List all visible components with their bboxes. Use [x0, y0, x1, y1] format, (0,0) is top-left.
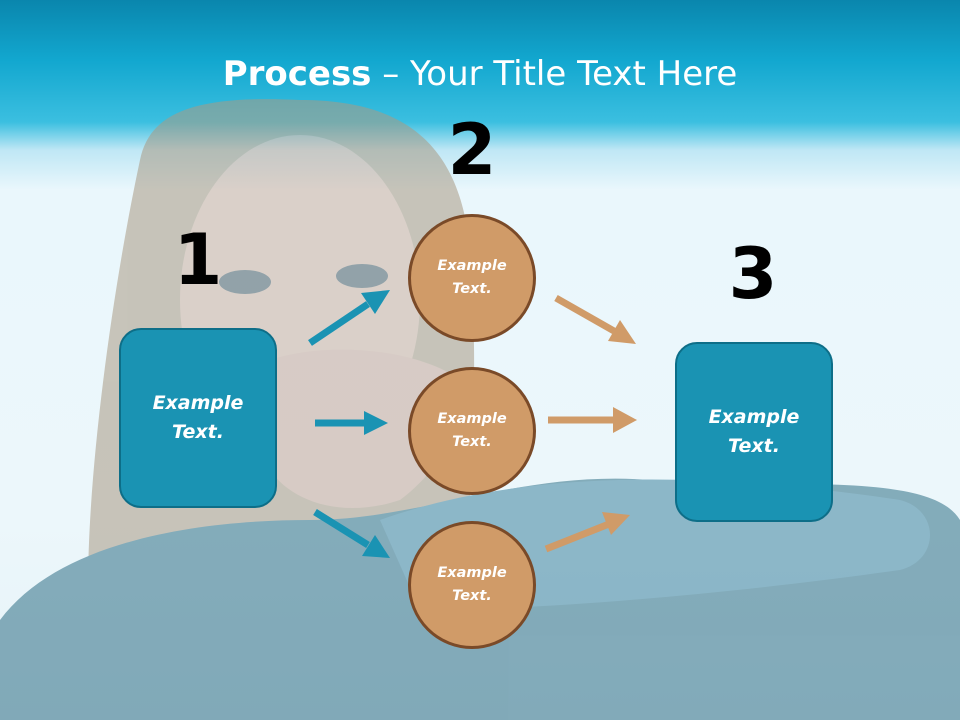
left-box-line2: Text.	[172, 421, 224, 443]
step-number-1: 1	[173, 219, 223, 301]
right-box-text: Example Text.	[709, 403, 800, 461]
arrow-left-to-middle	[315, 411, 388, 435]
circle-middle-line1: Example	[437, 411, 507, 427]
left-text-box[interactable]: Example Text.	[119, 328, 277, 508]
circle-top[interactable]: Example Text.	[408, 214, 536, 342]
circle-top-line2: Text.	[452, 281, 492, 297]
right-box-line1: Example	[708, 406, 800, 428]
arrow-middle-to-right	[548, 407, 637, 433]
circle-bottom-line1: Example	[437, 565, 507, 581]
arrow-left-to-bottom	[313, 509, 390, 558]
title-rest: – Your Title Text Here	[371, 54, 738, 94]
right-box-line2: Text.	[728, 435, 780, 457]
arrow-left-to-top	[308, 290, 390, 346]
left-box-line1: Example	[152, 392, 244, 414]
left-box-text: Example Text.	[153, 389, 244, 447]
step-number-2: 2	[447, 109, 497, 191]
circle-middle-line2: Text.	[452, 434, 492, 450]
arrow-top-to-right	[554, 294, 636, 344]
arrow-bottom-to-right	[544, 512, 630, 553]
step-number-3: 3	[728, 233, 778, 315]
circle-top-line1: Example	[437, 258, 507, 274]
title-bold: Process	[222, 54, 372, 94]
slide-title: Process – Your Title Text Here	[0, 52, 960, 96]
circle-middle[interactable]: Example Text.	[408, 367, 536, 495]
right-text-box[interactable]: Example Text.	[675, 342, 833, 522]
circle-bottom-line2: Text.	[452, 588, 492, 604]
circle-bottom[interactable]: Example Text.	[408, 521, 536, 649]
